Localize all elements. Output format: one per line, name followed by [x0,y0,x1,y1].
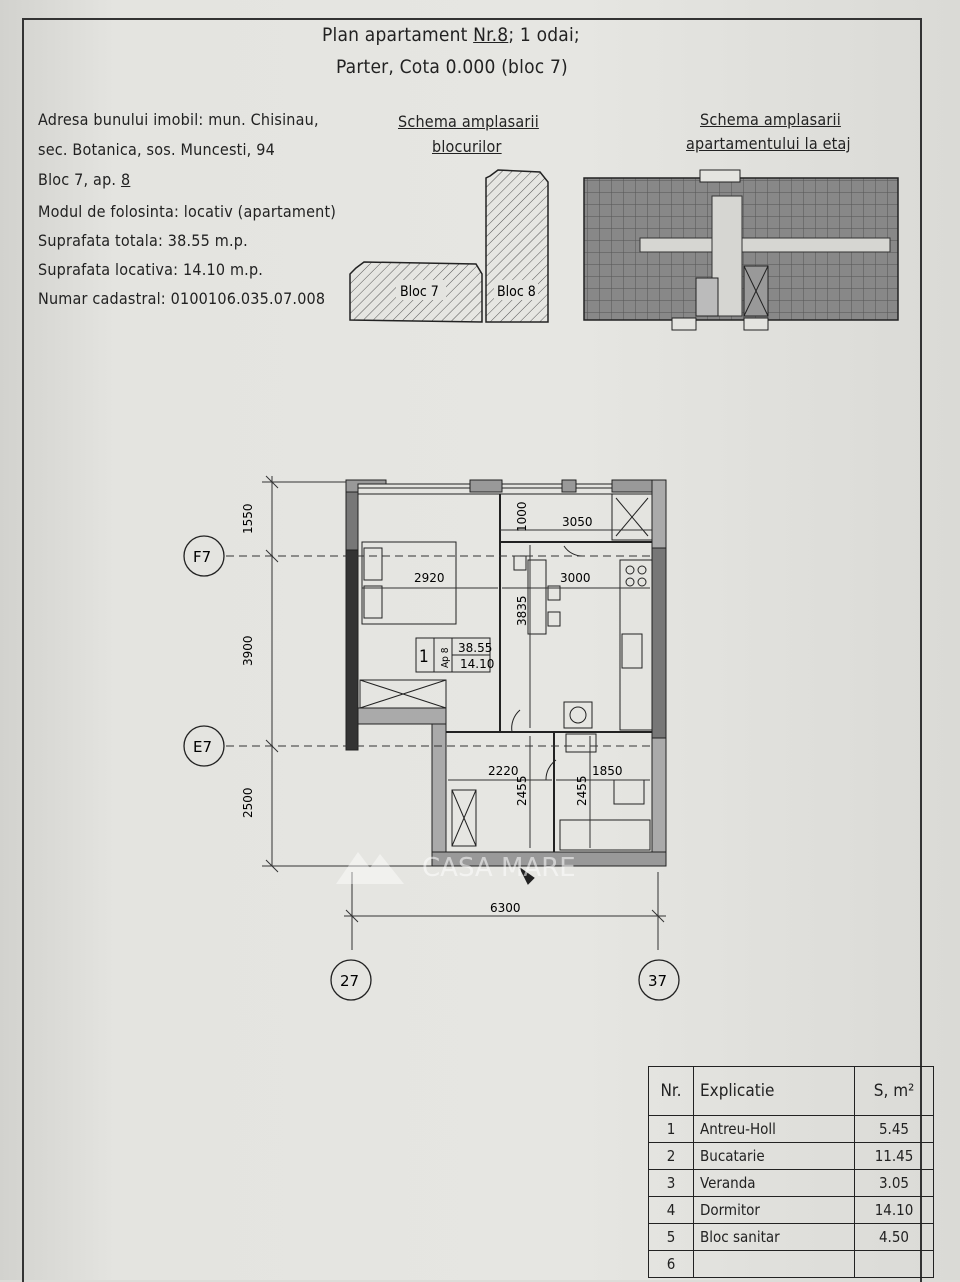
plan-title: Plan apartament Nr.8; 1 odai; [322,24,580,46]
schema-floor-caption-1: Schema amplasarii [700,110,841,129]
plan-subtitle: Parter, Cota 0.000 (bloc 7) [336,56,568,78]
room-tag-total: 38.55 [458,641,492,655]
dim-6300: 6300 [490,901,521,915]
usage-line: Modul de folosinta: locativ (apartament) [38,202,337,221]
bloc-8-label: Bloc 8 [497,284,536,300]
dim-2455-hall: 2455 [515,775,529,806]
header-explicatie: Explicatie [693,1066,855,1116]
axis-e7: E7 [193,738,212,756]
table-row: 3 Veranda 3.05 [648,1169,934,1197]
axis-2: 27 [340,972,359,990]
floor-location-schema [583,169,899,331]
apartment-number: Nr.8 [473,24,509,46]
table-row: 1 Antreu-Holl 5.45 [648,1115,934,1143]
drawing-frame [22,18,922,1282]
header-nr: Nr. [648,1066,694,1116]
dim-2455-bath: 2455 [575,775,589,806]
watermark: CASA MARE [336,842,636,896]
axis-f7: F7 [193,548,211,566]
room-tag-number: 1 [419,647,429,667]
floor-plan [345,479,667,885]
cadastral-line: Numar cadastral: 0100106.035.07.008 [38,289,326,308]
room-tag-ap: Ap 8 [440,647,451,668]
dim-2920: 2920 [414,571,445,585]
dim-3900: 3900 [241,635,255,666]
header-area: S, m² [854,1066,934,1116]
room-tag-living: 14.10 [460,657,494,671]
dim-3835: 3835 [515,595,529,626]
dim-3000: 3000 [560,571,591,585]
watermark-text: CASA MARE [422,853,576,883]
living-area-line: Suprafata locativa: 14.10 m.p. [38,260,264,279]
address-line-1: Adresa bunului imobil: mun. Chisinau, [38,110,319,129]
table-row: 2 Bucatarie 11.45 [648,1142,934,1170]
blocks-location-schema: Bloc 7 Bloc 8 [349,169,549,323]
bloc-line: Bloc 7, ap. 8 [38,170,131,189]
table-row: 6 [648,1250,934,1278]
schema-blocks-caption-1: Schema amplasarii [398,112,539,131]
dim-3050: 3050 [562,515,593,529]
dim-2500: 2500 [241,787,255,818]
total-area-line: Suprafata totala: 38.55 m.p. [38,231,248,250]
axis-markers [183,535,680,1001]
address-line-2: sec. Botanica, sos. Muncesti, 94 [38,140,275,159]
schema-blocks-caption-2: blocurilor [432,137,502,156]
schema-floor-caption-2: apartamentului la etaj [686,134,851,153]
dim-2220: 2220 [488,764,519,778]
dim-1850: 1850 [592,764,623,778]
dim-1550: 1550 [241,503,255,534]
dim-1000: 1000 [515,501,529,532]
bloc-7-label: Bloc 7 [400,284,439,300]
rooms-table: Nr. Explicatie S, m² 1 Antreu-Holl 5.45 … [648,1066,934,1278]
table-header-row: Nr. Explicatie S, m² [648,1066,934,1116]
table-row: 4 Dormitor 14.10 [648,1196,934,1224]
axis-3: 37 [648,972,667,990]
dimension-lines [226,475,666,950]
table-row: 5 Bloc sanitar 4.50 [648,1223,934,1251]
